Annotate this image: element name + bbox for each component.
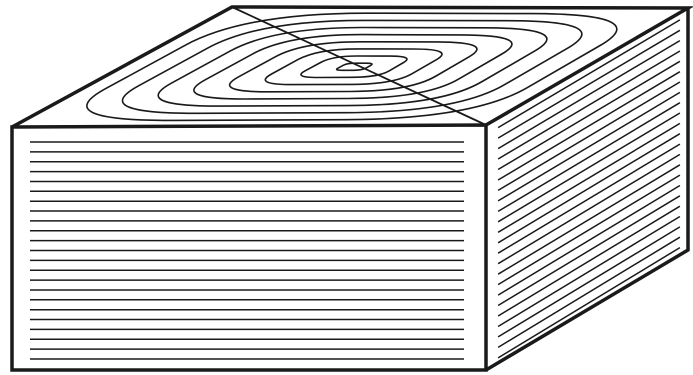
right-layer-line xyxy=(498,237,680,347)
right-layer-line xyxy=(498,92,680,200)
right-layer-line xyxy=(498,186,680,296)
right-layer-line xyxy=(498,134,680,243)
right-layer-line xyxy=(498,20,680,128)
top-face-outline xyxy=(12,7,688,127)
right-layer-line xyxy=(498,227,680,337)
right-layer-line xyxy=(498,154,680,263)
right-layer-line xyxy=(498,123,680,232)
right-layer-line xyxy=(498,82,680,190)
right-layer-line xyxy=(498,113,680,222)
right-layer-line xyxy=(498,30,680,138)
right-layer-line xyxy=(498,248,680,358)
contour-ring xyxy=(158,27,547,106)
right-layer-line xyxy=(498,61,680,169)
right-layer-line xyxy=(498,175,680,285)
right-layer-line xyxy=(498,196,680,306)
right-layer-line xyxy=(498,206,680,316)
right-layer-line xyxy=(498,144,680,253)
contour-ring xyxy=(265,49,442,85)
contour-ring xyxy=(301,56,407,78)
top-face xyxy=(87,7,617,125)
right-layer-line xyxy=(498,165,680,274)
right-layer-line xyxy=(498,103,680,212)
front-face xyxy=(30,142,464,359)
top-diagonal xyxy=(232,7,486,125)
